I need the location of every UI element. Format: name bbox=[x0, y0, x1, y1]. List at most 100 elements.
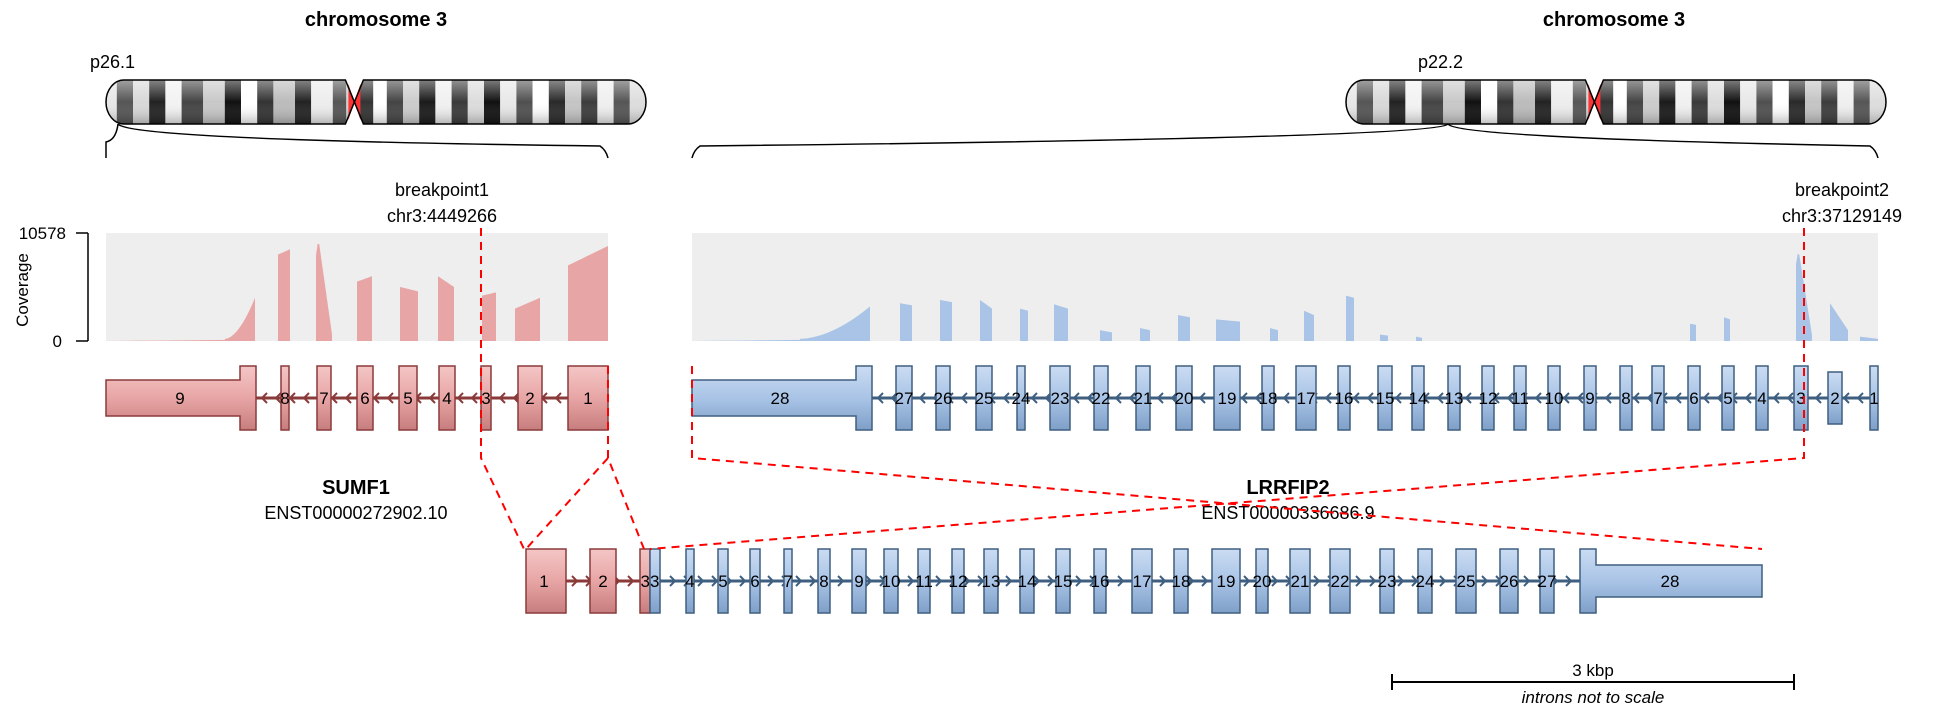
exon-number: 26 bbox=[934, 389, 953, 408]
strand-arrow bbox=[837, 575, 845, 587]
exon-number: 9 bbox=[1585, 389, 1594, 408]
coverage-peak bbox=[438, 276, 454, 341]
lrrfip2-exon bbox=[1295, 365, 1317, 431]
breakpoint1-label: breakpoint1 bbox=[395, 180, 489, 200]
strand-arrow bbox=[669, 575, 677, 587]
sumf1-gene-name: SUMF1 bbox=[322, 477, 390, 499]
exon-number: 6 bbox=[360, 389, 369, 408]
exon-number: 3 bbox=[1796, 389, 1805, 408]
strand-arrow bbox=[1047, 575, 1055, 587]
exon-number: 20 bbox=[1253, 572, 1272, 591]
lrrfip2-gene-name: LRRFIP2 bbox=[1246, 477, 1329, 499]
lrrfip2-exon bbox=[1651, 365, 1665, 431]
coverage-peak bbox=[400, 287, 418, 341]
left-zoom-bracket bbox=[105, 123, 609, 159]
strand-arrow bbox=[1534, 392, 1542, 404]
exon-number: 13 bbox=[1445, 389, 1464, 408]
strand-arrow bbox=[1086, 392, 1094, 404]
strand-arrow bbox=[1352, 392, 1360, 404]
exon-number: 4 bbox=[1757, 389, 1766, 408]
strand-arrow bbox=[907, 575, 915, 587]
strand-arrow bbox=[1702, 392, 1710, 404]
exon-number: 25 bbox=[975, 389, 994, 408]
strand-arrow bbox=[767, 575, 775, 587]
fusion-lrrfip2-exon bbox=[649, 548, 661, 614]
exon-number: 27 bbox=[1538, 572, 1557, 591]
sumf1-exon bbox=[105, 365, 257, 431]
strand-arrow bbox=[498, 392, 506, 404]
breakpoint1-left-zoom bbox=[525, 457, 609, 550]
lrrfip2-exon bbox=[691, 365, 873, 431]
fusion-lrrfip2-exon bbox=[1289, 548, 1311, 614]
fusion-lrrfip2-exon bbox=[983, 548, 999, 614]
strand-arrow bbox=[274, 392, 282, 404]
lrrfip2-exon bbox=[1049, 365, 1071, 431]
fusion-lrrfip2-exon bbox=[1055, 548, 1071, 614]
strand-arrow bbox=[1117, 575, 1125, 587]
strand-arrow bbox=[1411, 575, 1419, 587]
exon-number: 9 bbox=[175, 389, 184, 408]
exon-number: 23 bbox=[1051, 389, 1070, 408]
exon-number: 12 bbox=[1479, 389, 1498, 408]
sumf1-exon bbox=[316, 365, 332, 431]
lrrfip2-exon bbox=[1175, 365, 1193, 431]
lrrfip2-exon bbox=[1721, 365, 1735, 431]
right-zoom-bracket bbox=[691, 123, 1879, 159]
exon-number: 9 bbox=[854, 572, 863, 591]
coverage-max-label: 10578 bbox=[19, 224, 66, 243]
breakpoint2-left-edge bbox=[691, 366, 1763, 550]
exon-number: 11 bbox=[915, 572, 933, 591]
strand-arrow bbox=[1324, 392, 1332, 404]
strand-arrow bbox=[302, 392, 310, 404]
fusion-lrrfip2-exon bbox=[1211, 548, 1241, 614]
exon-number: 10 bbox=[1545, 389, 1564, 408]
strand-arrow bbox=[1772, 392, 1780, 404]
exon-number: 7 bbox=[783, 572, 792, 591]
lrrfip2-transcript-id: ENST00000336686.9 bbox=[1201, 503, 1374, 523]
coverage-axis-label: Coverage bbox=[13, 253, 32, 327]
exon-number: 8 bbox=[819, 572, 828, 591]
lrrfip2-exon bbox=[1213, 365, 1241, 431]
fusion-lrrfip2-exon bbox=[1093, 548, 1107, 614]
strand-arrow bbox=[1481, 575, 1489, 587]
strand-arrow bbox=[1033, 575, 1041, 587]
strand-arrow bbox=[1201, 575, 1209, 587]
coverage-peak bbox=[1860, 336, 1878, 341]
strand-arrow bbox=[330, 392, 338, 404]
exon-number: 24 bbox=[1416, 572, 1435, 591]
coverage-min-label: 0 bbox=[53, 332, 62, 351]
scale-bar: 3 kbp introns not to scale bbox=[1391, 661, 1795, 707]
lrrfip2-exon bbox=[1337, 365, 1351, 431]
left-coverage-track bbox=[106, 244, 608, 341]
exon-number: 7 bbox=[1653, 389, 1662, 408]
lrrfip2-exon bbox=[1377, 365, 1393, 431]
strand-arrow bbox=[935, 575, 943, 587]
coverage-peak bbox=[1100, 330, 1112, 341]
fusion-lrrfip2-exon bbox=[1255, 548, 1269, 614]
exon-number: 2 bbox=[525, 389, 534, 408]
exon-number: 2 bbox=[598, 572, 607, 591]
strand-arrow bbox=[260, 392, 268, 404]
exon-number: 6 bbox=[1689, 389, 1698, 408]
coverage-peak bbox=[1054, 304, 1068, 341]
coverage-peak bbox=[278, 249, 290, 341]
exon-number: 3 bbox=[481, 389, 490, 408]
sumf1-exon bbox=[398, 365, 418, 431]
strand-arrow bbox=[963, 575, 971, 587]
lrrfip2-exon bbox=[935, 365, 951, 431]
right-coverage-track bbox=[692, 254, 1878, 341]
exon-number: 17 bbox=[1133, 572, 1152, 591]
strand-arrow bbox=[1198, 392, 1206, 404]
coverage-peak bbox=[800, 306, 870, 341]
strand-arrow bbox=[372, 392, 380, 404]
exon-number: 6 bbox=[750, 572, 759, 591]
lrrfip2-exon bbox=[1547, 365, 1561, 431]
exon-number: 22 bbox=[1331, 572, 1350, 591]
coverage-peak bbox=[692, 339, 800, 341]
fusion-lrrfip2-exon bbox=[783, 548, 793, 614]
left-band-label: p26.1 bbox=[90, 52, 135, 72]
exon-number: 16 bbox=[1335, 389, 1354, 408]
strand-arrow bbox=[627, 575, 635, 587]
coverage-peak bbox=[1216, 319, 1240, 341]
centromere bbox=[1588, 84, 1595, 120]
